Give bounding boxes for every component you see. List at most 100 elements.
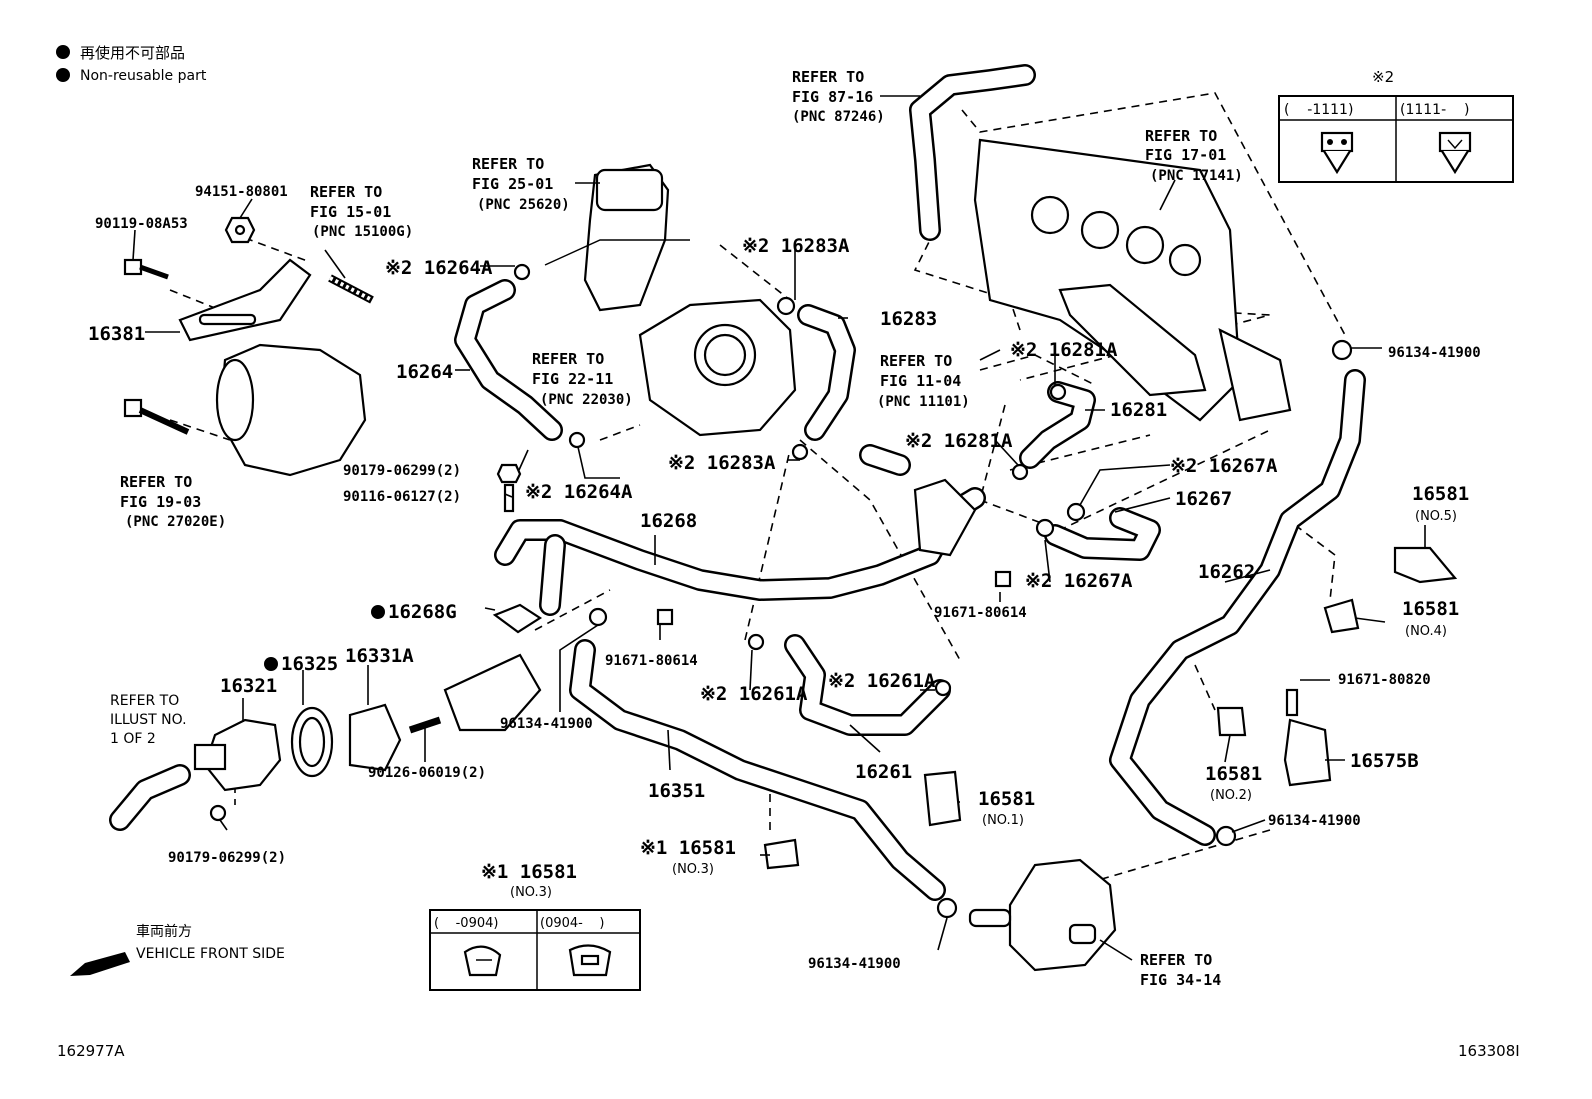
oil-cooler — [1008, 858, 1117, 972]
clamp-16264A-bot — [568, 431, 586, 449]
non-reusable-dot-icon — [56, 68, 70, 82]
legend-jp: 再使用不可部品 — [80, 44, 185, 62]
clamp-96134-d — [936, 897, 958, 919]
vehicle-front-indicator: 車両前方 VEHICLE FRONT SIDE — [70, 923, 285, 976]
ref-fig1501-l1: REFER TO — [310, 183, 382, 201]
note1-title: ※1 16581 — [481, 861, 577, 883]
ref-fig2211-l2: FIG 22-11 — [532, 370, 613, 388]
ref-fig2211-l1: REFER TO — [532, 350, 604, 368]
label-90179-06299-b: 90179-06299(2) — [168, 850, 286, 866]
ref-fig2501-l3: (PNC 25620) — [477, 197, 570, 213]
ref-illust-l3: 1 OF 2 — [110, 731, 156, 747]
ref-illust-l1: REFER TO — [110, 693, 179, 709]
label-16351: 16351 — [648, 780, 705, 802]
bolt-90119 — [123, 258, 169, 280]
label-16283A-top: ※2 16283A — [742, 235, 850, 257]
label-96134-41900-d: 96134-41900 — [808, 956, 901, 972]
ref-fig2501-l2: FIG 25-01 — [472, 175, 553, 193]
clamp-96134-b — [588, 607, 608, 627]
thermostat-16331A — [348, 703, 402, 772]
label-16581-no4-sub: (NO.4) — [1405, 624, 1447, 639]
clip-16581-no4 — [1323, 598, 1360, 634]
label-16267A-bot: ※2 16267A — [1025, 570, 1133, 592]
label-16581-no3-sub: (NO.3) — [672, 862, 714, 877]
clip-new-icon — [568, 944, 612, 977]
label-16267: 16267 — [1175, 488, 1232, 510]
legend: 再使用不可部品 Non-reusable part — [56, 44, 207, 84]
note1-table: ※1 16581 (NO.3) ( -0904) (0904- ) — [429, 861, 641, 991]
non-reusable-dot-icon — [56, 45, 70, 59]
clamp-16261A-b — [934, 679, 952, 697]
label-16581-no2-sub: (NO.2) — [1210, 788, 1252, 803]
stud-15-01 — [328, 274, 374, 304]
clamp-16281A-top — [1049, 383, 1067, 401]
bolt-91671-a — [656, 608, 674, 626]
ref-fig1501-l3: (PNC 15100G) — [312, 224, 413, 240]
figure-code-left: 162977A — [57, 1042, 125, 1060]
nut-94151 — [224, 216, 256, 244]
label-16281A-top: ※2 16281A — [1010, 339, 1118, 361]
direction-jp: 車両前方 — [136, 923, 192, 940]
note2-col1: ( -1111) — [1284, 102, 1353, 118]
note1-sub: (NO.3) — [510, 885, 552, 900]
clamp-16267A-bot — [1035, 518, 1055, 538]
clamps — [513, 263, 1458, 919]
ref-fig1104-l2: FIG 11-04 — [880, 372, 961, 390]
label-16581-no1: 16581 — [978, 788, 1035, 810]
note1-col1: ( -0904) — [434, 916, 498, 931]
ref-fig1701-l2: FIG 17-01 — [1145, 146, 1226, 164]
nut-90179-b — [209, 804, 227, 822]
water-outlet-housing — [443, 653, 542, 732]
clamp-16281A-bot — [1011, 463, 1029, 481]
label-90126-06019: 90126-06019(2) — [368, 765, 486, 781]
label-94151-80801: 94151-80801 — [195, 184, 288, 200]
label-16268G: 16268G — [388, 601, 457, 623]
clamp-type-b-icon — [1438, 131, 1472, 175]
stud-90126 — [408, 716, 442, 734]
label-96134-41900-b: 96134-41900 — [500, 716, 593, 732]
non-reusable-dot-icon — [264, 657, 278, 671]
components — [123, 138, 1332, 972]
gasket-16268G — [492, 603, 543, 634]
label-91671-80820: 91671-80820 — [1338, 672, 1431, 688]
label-16581-no2: 16581 — [1205, 763, 1262, 785]
label-96134-41900-a: 96134-41900 — [1388, 345, 1481, 361]
ref-fig3414-l1: REFER TO — [1140, 951, 1212, 969]
clip-16581-no3 — [763, 838, 800, 870]
label-16261A-b: ※2 16261A — [828, 670, 936, 692]
clamp-96134-c — [1215, 825, 1237, 847]
label-91671-80614-a: 91671-80614 — [605, 653, 698, 669]
label-16283: 16283 — [880, 308, 937, 330]
stud-90116 — [503, 483, 515, 513]
front-arrow-icon — [70, 952, 130, 976]
ref-fig1701-l1: REFER TO — [1145, 127, 1217, 145]
label-90119-08A53: 90119-08A53 — [95, 216, 188, 232]
clamp-16283A-top — [776, 296, 796, 316]
leader-lines — [132, 95, 1426, 961]
note2-mark: ※2 — [1372, 68, 1394, 86]
bolt-91671-b — [994, 570, 1012, 588]
label-16331A: 16331A — [345, 645, 414, 667]
clamp-16267A-top — [1066, 502, 1086, 522]
ref-fig1903-l2: FIG 19-03 — [120, 493, 201, 511]
label-16281A-bot: ※2 16281A — [905, 430, 1013, 452]
bolt-91671-80820 — [1285, 688, 1299, 717]
figure-code-right: 163308I — [1458, 1042, 1520, 1060]
ref-fig1903-l1: REFER TO — [120, 473, 192, 491]
label-16381: 16381 — [88, 323, 145, 345]
oil-filter — [218, 343, 367, 477]
ref-fig8716-l1: REFER TO — [792, 68, 864, 86]
label-16581-no4: 16581 — [1402, 598, 1459, 620]
label-90116-06127: 90116-06127(2) — [343, 489, 461, 505]
ref-fig8716-l2: FIG 87-16 — [792, 88, 873, 106]
note2-table: ※2 ( -1111) (1111- ) — [1278, 68, 1514, 183]
nut-90179 — [496, 463, 522, 484]
ref-fig2501-l1: REFER TO — [472, 155, 544, 173]
ref-illust-l2: ILLUST NO. — [110, 712, 187, 728]
clamp-96134-a — [1331, 339, 1353, 361]
label-16321: 16321 — [220, 675, 277, 697]
bracket-16381 — [178, 258, 312, 342]
label-16268: 16268 — [640, 510, 697, 532]
